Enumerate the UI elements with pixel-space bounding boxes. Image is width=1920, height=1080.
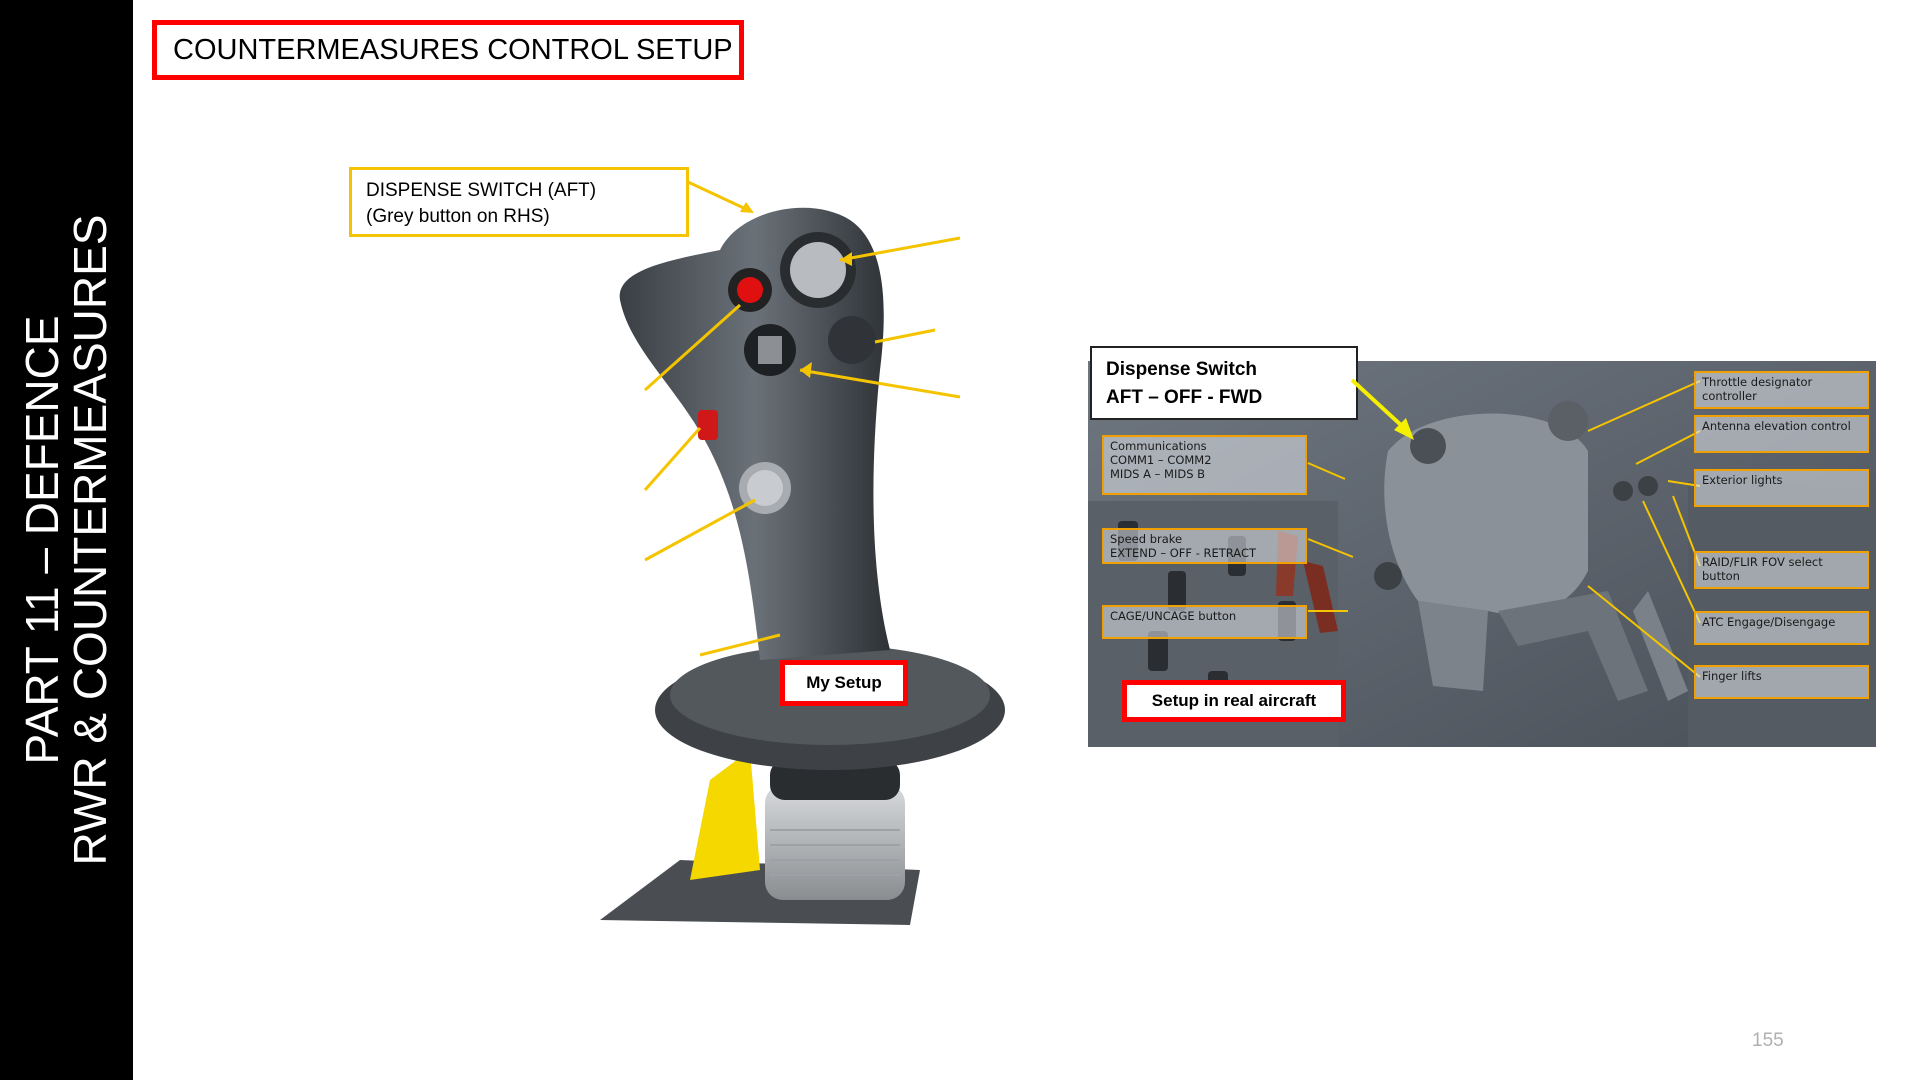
annotation-text: Communications — [1110, 439, 1207, 453]
section-title: PART 11 – DEFENCE RWR & COUNTERMEASURES — [16, 214, 116, 866]
callout-connector — [687, 180, 754, 213]
annotation-text: CAGE/UNCAGE button — [1110, 609, 1237, 623]
annotation-text: Throttle designator — [1702, 375, 1813, 389]
page-title: COUNTERMEASURES CONTROL SETUP — [152, 20, 744, 80]
callout-line1: DISPENSE SWITCH (AFT) — [366, 180, 597, 201]
annotation-cage-uncage: CAGE/UNCAGE button — [1102, 605, 1307, 639]
dispense-line2: AFT – OFF - FWD — [1106, 387, 1263, 408]
annotation-antenna-elevation: Antenna elevation control — [1694, 415, 1869, 453]
annotation-finger-lifts: Finger lifts — [1694, 665, 1869, 699]
annotation-text: Exterior lights — [1702, 473, 1783, 487]
annotation-text: ATC Engage/Disengage — [1702, 615, 1836, 629]
section-title-line2: RWR & COUNTERMEASURES — [64, 214, 116, 866]
my-setup-label: My Setup — [780, 660, 908, 706]
callout-line2: (Grey button on RHS) — [366, 206, 550, 227]
annotation-text: COMM1 – COMM2 — [1110, 453, 1212, 467]
joystick-illustration — [600, 207, 1005, 925]
page-number: 155 — [1752, 1030, 1784, 1051]
dispense-switch-callout: DISPENSE SWITCH (AFT) (Grey button on RH… — [349, 167, 689, 237]
annotation-communications: Communications COMM1 – COMM2 MIDS A – MI… — [1102, 435, 1307, 495]
annotation-text: MIDS A – MIDS B — [1110, 467, 1206, 481]
dispense-arrow — [1350, 378, 1414, 440]
sidebar: PART 11 – DEFENCE RWR & COUNTERMEASURES — [0, 0, 133, 1080]
annotation-text: button — [1702, 569, 1740, 583]
annotation-text: Finger lifts — [1702, 669, 1762, 683]
annotation-raid-flir: RAID/FLIR FOV select button — [1694, 551, 1869, 589]
annotation-text: RAID/FLIR FOV select — [1702, 555, 1823, 569]
annotation-text: Speed brake — [1110, 532, 1183, 546]
real-aircraft-label: Setup in real aircraft — [1122, 680, 1346, 722]
annotation-text: Antenna elevation control — [1702, 419, 1851, 433]
annotation-throttle-designator: Throttle designator controller — [1694, 371, 1869, 409]
annotation-text: controller — [1702, 389, 1757, 403]
section-title-line1: PART 11 – DEFENCE — [16, 315, 68, 765]
annotation-exterior-lights: Exterior lights — [1694, 469, 1869, 507]
annotation-speed-brake: Speed brake EXTEND – OFF - RETRACT — [1102, 528, 1307, 564]
dispense-line1: Dispense Switch — [1106, 359, 1257, 380]
dispense-switch-box: Dispense Switch AFT – OFF - FWD — [1090, 346, 1358, 420]
annotation-atc-engage: ATC Engage/Disengage — [1694, 611, 1869, 645]
annotation-text: EXTEND – OFF - RETRACT — [1110, 546, 1257, 560]
